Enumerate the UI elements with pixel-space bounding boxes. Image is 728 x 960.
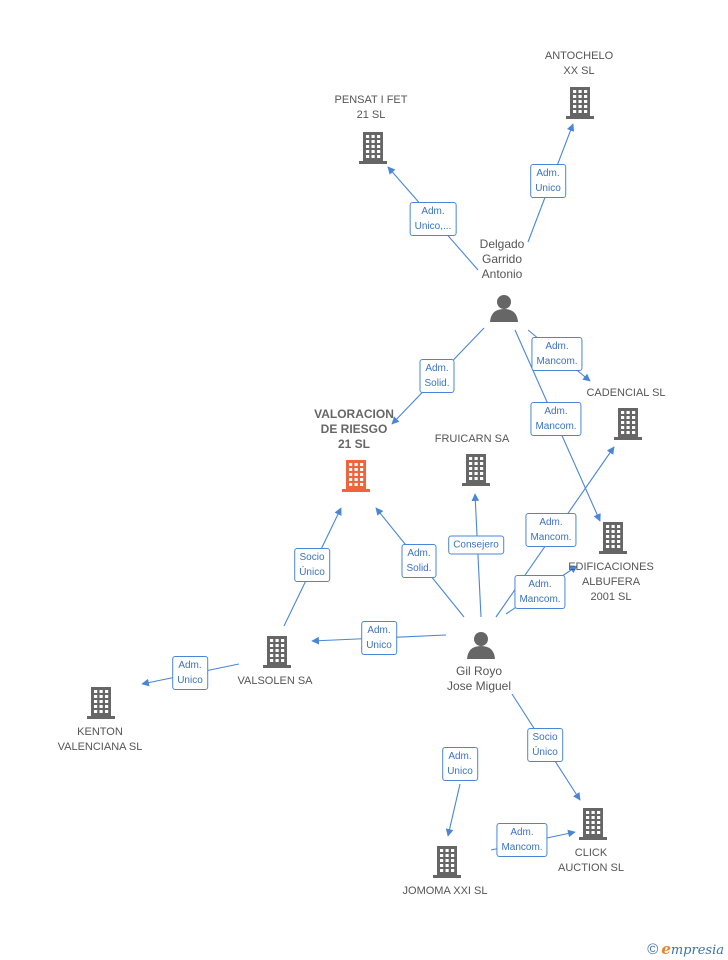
edge-label-delgado-pensat[interactable]: Adm. Unico,... [409,202,457,236]
building-icon-valsolen[interactable] [263,636,291,668]
edge-label-gilroyo-fruicarn[interactable]: Consejero [448,535,504,555]
building-icon-valoracion[interactable] [342,460,370,492]
node-label-antochelo[interactable]: ANTOCHELO XX SL [544,50,614,77]
node-label-gilroyo[interactable]: Gil Royo Jose Miguel [446,664,512,693]
edge-label-valsolen-kenton[interactable]: Adm. Unico [172,656,208,690]
person-icon-delgado[interactable] [490,295,518,322]
node-label-edificaciones[interactable]: EDIFICACIONES ALBUFERA 2001 SL [568,561,654,603]
edge-label-gilroyo-cadencial[interactable]: Adm. Mancom. [525,513,577,547]
node-label-fruicarn[interactable]: FRUICARN SA [434,433,510,445]
person-icon-gilroyo[interactable] [467,632,495,659]
empresia-logo[interactable]: empresia [661,940,724,958]
building-icon-cadencial[interactable] [614,408,642,440]
node-label-cadencial[interactable]: CADENCIAL SL [586,387,666,399]
node-label-delgado[interactable]: Delgado Garrido Antonio [479,237,525,281]
edge-gilroyo-jomoma [445,783,461,837]
node-label-click[interactable]: CLICK AUCTION SL [557,847,625,874]
edge-label-gilroyo-jomoma[interactable]: Adm. Unico [442,747,478,781]
footer-brand: © empresia [647,940,724,958]
building-icon-click[interactable] [579,808,607,840]
building-icon-kenton[interactable] [87,687,115,719]
node-label-pensat[interactable]: PENSAT I FET 21 SL [334,94,408,121]
node-label-valoracion[interactable]: VALORACION DE RIESGO 21 SL [314,407,394,451]
node-label-jomoma[interactable]: JOMOMA XXI SL [402,885,488,897]
edge-label-gilroyo-click[interactable]: Socio Único [527,728,563,762]
building-icon-antochelo[interactable] [566,87,594,119]
edge-label-delgado-edificaciones[interactable]: Adm. Mancom. [530,402,582,436]
edge-label-gilroyo-valsolen[interactable]: Adm. Unico [361,621,397,655]
edge-label-jomoma-click[interactable]: Adm. Mancom. [496,823,548,857]
building-icon-jomoma[interactable] [433,846,461,878]
edge-label-gilroyo-edificaciones[interactable]: Adm. Mancom. [514,575,566,609]
node-label-valsolen[interactable]: VALSOLEN SA [237,675,313,687]
edge-gilroyo-fruicarn [471,493,482,618]
edge-label-delgado-cadencial[interactable]: Adm. Mancom. [531,337,583,371]
building-icon-pensat[interactable] [359,132,387,164]
edge-label-gilroyo-valoracion[interactable]: Adm. Solid. [401,544,437,578]
edge-label-valsolen-valoracion[interactable]: Socio Único [294,548,330,582]
building-icon-fruicarn[interactable] [462,454,490,486]
edge-label-delgado-antochelo[interactable]: Adm. Unico [530,164,566,198]
building-icon-edificaciones[interactable] [599,522,627,554]
node-label-kenton[interactable]: KENTON VALENCIANA SL [57,726,143,753]
copyright-symbol: © [647,940,659,958]
edge-label-delgado-valoracion[interactable]: Adm. Solid. [419,359,455,393]
